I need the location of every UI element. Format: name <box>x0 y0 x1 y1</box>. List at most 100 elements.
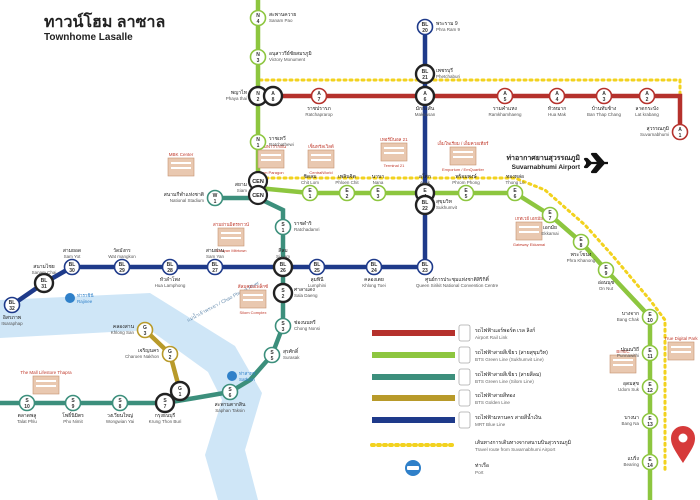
station-name-thai: วงเวียนใหญ่ <box>107 412 133 419</box>
station-name-thai: เพชรบุรี <box>436 67 453 74</box>
travel-route-east <box>256 176 667 472</box>
station-marker <box>506 184 524 202</box>
landmark-mbk: MBK Center <box>167 152 195 177</box>
legend-label-english: BTS Golden Line <box>475 400 510 405</box>
station-code: BL <box>314 262 321 268</box>
station-marker <box>641 412 659 430</box>
station-name-thai: สนามกีฬาแห่งชาติ <box>164 191 204 198</box>
station-name-english: Ratchaprarop <box>305 112 333 117</box>
station-name-english: Phaya thai <box>226 96 247 101</box>
station-marker <box>641 344 659 362</box>
station-number: 9 <box>605 271 608 277</box>
station-name-thai: คลองเตย <box>364 277 384 283</box>
station-name-thai: สะพานตากสิน <box>215 401 246 408</box>
building-window <box>261 154 281 156</box>
landmark-label: สยามพารากอน <box>256 144 286 149</box>
station-marker <box>274 317 292 335</box>
station-name-english: Talat Phlu <box>17 419 37 424</box>
station-name-thai: พระโขนง <box>571 251 592 258</box>
station-name-english: Victory Monument <box>269 57 306 62</box>
station-number: 6 <box>424 97 427 103</box>
legend-swatch <box>372 352 455 358</box>
station-name-english: Ban Thap Chang <box>587 112 621 117</box>
building-window <box>613 364 633 366</box>
station-marker <box>369 184 387 202</box>
station-marker <box>310 87 328 105</box>
station-marker <box>263 346 281 364</box>
station-number: 21 <box>422 75 428 81</box>
building-window <box>36 385 56 387</box>
building-window <box>384 152 404 154</box>
station-code: E <box>423 188 427 194</box>
station-name-thai: นานา <box>372 174 385 180</box>
station-name-thai: หัวหมาก <box>548 106 567 112</box>
station-a8: A8 <box>262 85 284 107</box>
station-marker <box>18 394 36 412</box>
landmark-silom-complex: สีลมคอมเพล็กซ์Silom Complex <box>238 282 268 315</box>
station-name-english: Ratchadamri <box>294 227 320 232</box>
legend-swatch <box>372 395 455 401</box>
station-code: A <box>423 91 427 97</box>
station-number: 6 <box>229 393 232 399</box>
station-code: S <box>281 222 285 228</box>
station-code: BL <box>167 262 174 268</box>
station-name-thai: สุรศักดิ์ <box>283 347 299 355</box>
station-marker <box>161 345 179 363</box>
landmark-label-en: Emporium / EmQuartier <box>442 167 485 172</box>
landmark-label: สามย่านมิตรทาวน์ <box>213 221 249 227</box>
station-code: G <box>143 325 147 331</box>
station-g1: G1 <box>169 380 191 402</box>
station-name-thai: สามย่าน <box>206 248 225 254</box>
station-name-english: Chong Nonsi <box>294 326 320 331</box>
station-code: E <box>648 312 652 318</box>
station-name-thai: บางจาก <box>622 311 639 317</box>
station-name-thai: ปุณณวิถี <box>621 346 639 353</box>
station-number: 2 <box>257 97 260 103</box>
landmark-label-en: Silom Complex <box>240 310 267 315</box>
station-code: E <box>648 382 652 388</box>
station-code: S <box>118 398 122 404</box>
station-number: 10 <box>647 318 653 324</box>
station-code: E <box>579 237 583 243</box>
building-window <box>613 359 633 361</box>
station-number: 7 <box>164 404 167 410</box>
pin-hole <box>678 433 688 443</box>
station-marker <box>154 392 176 414</box>
station-code: A <box>317 91 321 97</box>
pier-label-en: Sathorn <box>239 377 255 382</box>
station-marker <box>414 63 436 85</box>
station-number: 32 <box>9 306 15 312</box>
station-name-thai: ช่องนนทรี <box>294 319 316 326</box>
station-name-english: Phloen Chit <box>335 180 359 185</box>
station-marker <box>249 9 267 27</box>
station-name-thai: บางนา <box>624 415 639 421</box>
station-marker <box>249 133 267 151</box>
airplane-icon <box>583 152 608 174</box>
legend-label-thai: ท่าเรือ <box>475 462 489 469</box>
station-name-english: Phetchaburi <box>436 74 460 79</box>
landmark-label: เกทเวย์ เอกมัย <box>515 215 543 221</box>
station-marker <box>272 282 294 304</box>
station-marker <box>63 258 81 276</box>
station-name-english: Itsaraphap <box>1 321 23 326</box>
landmark-label: เอ็มโพเรียม / เอ็มควอเทียร์ <box>438 139 489 146</box>
legend-icon <box>458 346 471 364</box>
legend-row-green-silom: รถไฟฟ้าสายสีเขียว (สายสีลม)BTS Green Lin… <box>372 368 541 386</box>
building-window <box>519 231 539 233</box>
